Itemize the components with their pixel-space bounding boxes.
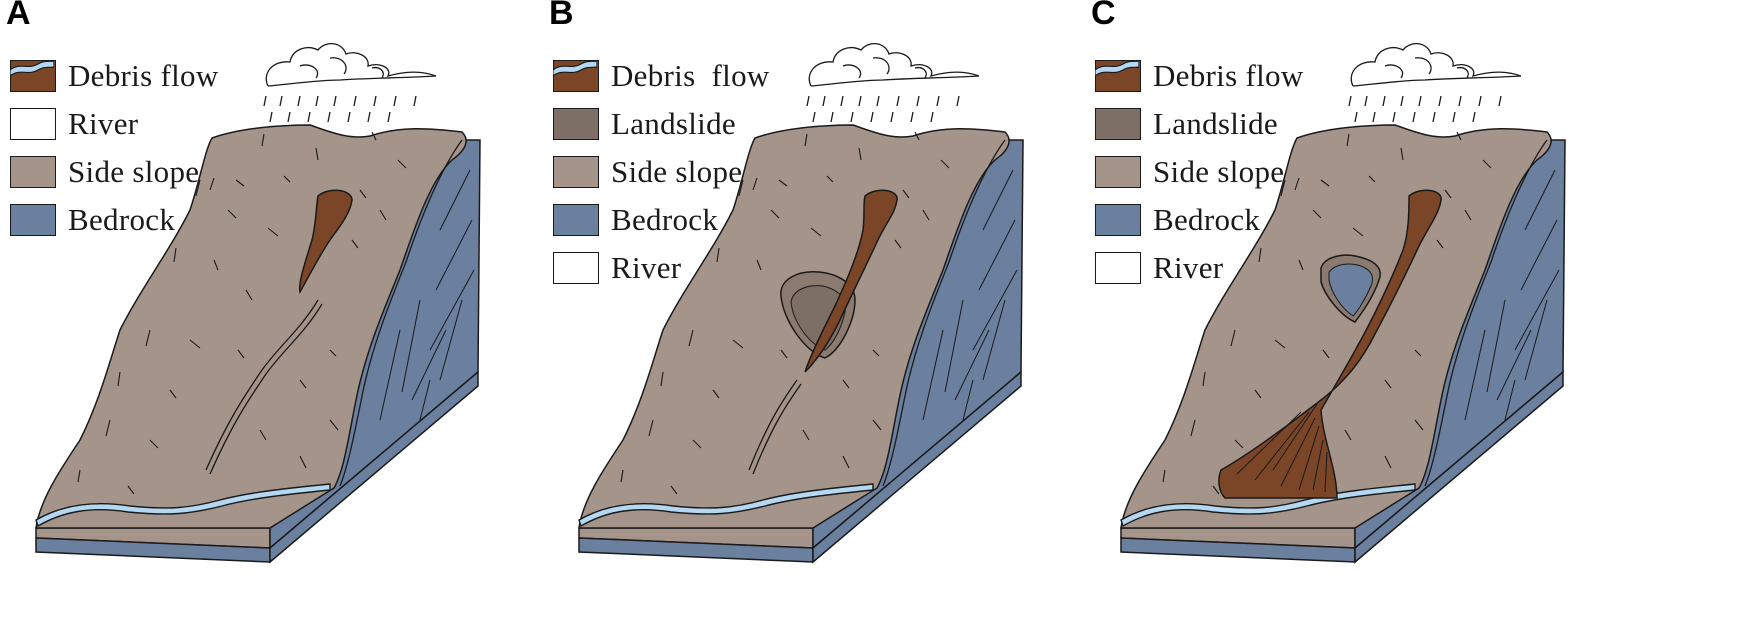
- river-swatch: [10, 60, 56, 140]
- legend-label: Debris flow: [611, 58, 770, 93]
- legend-item-landslide: Landslide: [553, 100, 770, 148]
- landslide-swatch: [553, 108, 599, 140]
- side-slope-swatch: [553, 156, 599, 188]
- legend-label: Bedrock: [1153, 202, 1261, 237]
- legend-label: Debris flow: [68, 58, 219, 93]
- legend-label: River: [68, 106, 139, 141]
- legend-item-side-slope: Side slope: [10, 148, 219, 196]
- debris-flow-c: [1218, 189, 1442, 499]
- slope-diagram-b: [578, 42, 1024, 563]
- legend-item-river: River: [10, 60, 219, 148]
- panel-c: C Debris flow Landslide Side slope Bedro…: [1085, 0, 1667, 629]
- legend-label: Landslide: [1153, 106, 1278, 141]
- legend-label: Side slope: [68, 154, 200, 189]
- legend-item-bedrock: Bedrock: [10, 196, 219, 244]
- legend: Debris flow Landslide Side slope Bedrock…: [1095, 52, 1304, 292]
- bedrock-swatch: [10, 204, 56, 236]
- legend-label: Bedrock: [611, 202, 719, 237]
- landslide-scar-c: [1320, 254, 1381, 323]
- legend-label: River: [1153, 250, 1224, 285]
- panel-label: A: [6, 0, 31, 32]
- landslide-b: [780, 271, 856, 359]
- panel-label: C: [1091, 0, 1116, 32]
- legend-label: River: [611, 250, 682, 285]
- river-swatch: [1095, 60, 1141, 284]
- bedrock-swatch: [553, 204, 599, 236]
- legend-item-side-slope: Side slope: [553, 148, 770, 196]
- legend-label: Side slope: [1153, 154, 1285, 189]
- panel-b: B Debris flow Landslide Side slope Bedro…: [543, 0, 1125, 629]
- legend-label: Bedrock: [68, 202, 176, 237]
- panel-a: A Debris flow River Side slope Bedrock: [0, 0, 582, 629]
- legend-item-side-slope: Side slope: [1095, 148, 1304, 196]
- side-slope-swatch: [1095, 156, 1141, 188]
- debris-flow-a: [298, 189, 353, 295]
- channel-gully-b: [748, 379, 802, 475]
- legend-label: Debris flow: [1153, 58, 1304, 93]
- landslide-swatch: [1095, 108, 1141, 140]
- slope-diagram-a: [35, 42, 481, 563]
- legend-label: Side slope: [611, 154, 743, 189]
- legend-item-landslide: Landslide: [1095, 100, 1304, 148]
- legend-item-bedrock: Bedrock: [1095, 196, 1304, 244]
- legend-label: Landslide: [611, 106, 736, 141]
- legend-item-bedrock: Bedrock: [553, 196, 770, 244]
- legend: Debris flow Landslide Side slope Bedrock…: [553, 52, 770, 292]
- legend: Debris flow River Side slope Bedrock: [10, 52, 219, 244]
- side-slope-swatch: [10, 156, 56, 188]
- bedrock-swatch: [1095, 204, 1141, 236]
- river-swatch: [553, 60, 599, 284]
- panel-label: B: [549, 0, 574, 32]
- legend-item-river: River: [553, 60, 770, 292]
- fan-streaks-c: [1236, 403, 1328, 493]
- debris-flow-b: [804, 189, 898, 373]
- channel-gully-a: [205, 299, 323, 475]
- legend-item-river: River: [1095, 60, 1304, 292]
- slope-diagram-c: [1120, 42, 1566, 563]
